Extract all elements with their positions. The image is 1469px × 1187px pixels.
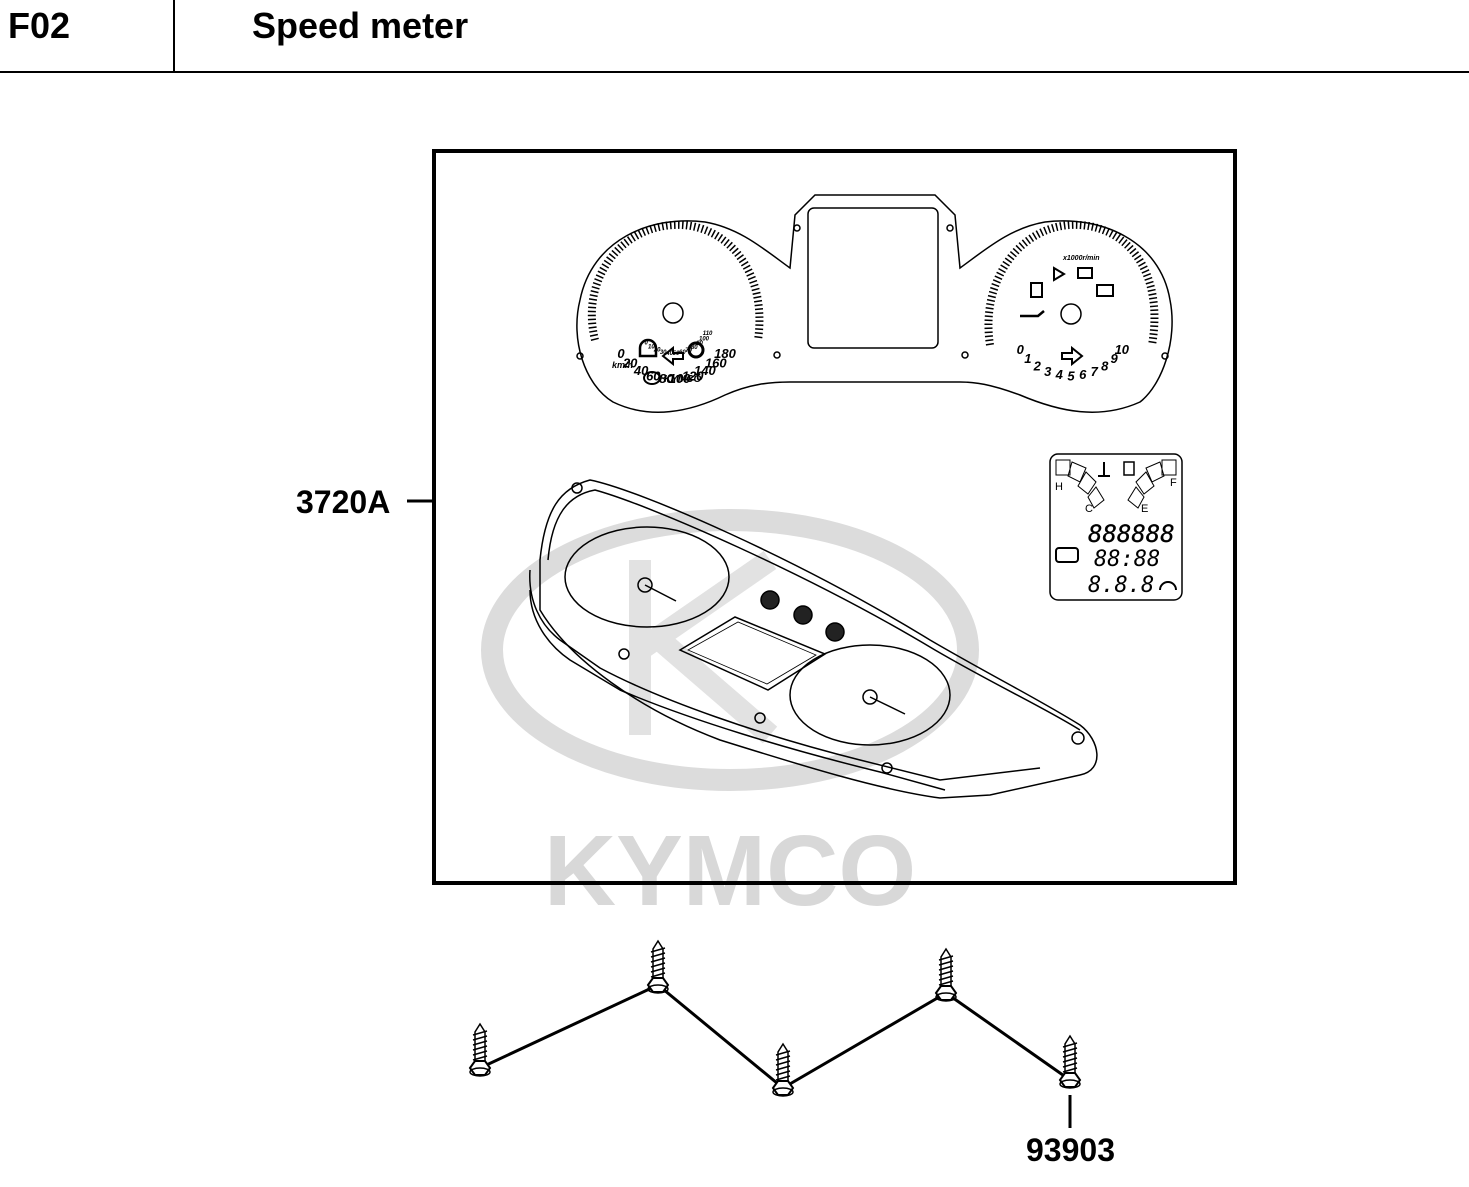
mph-tick-label: 30 (660, 350, 667, 356)
temp-low-label: C (1085, 503, 1093, 515)
rpm-tick-label: 10 (1115, 342, 1130, 357)
fuel-empty-label: E (1141, 503, 1148, 515)
tpms-icon (638, 338, 658, 358)
lcd-panel: H C E F 888888 88:88 8.8.8 (1049, 453, 1183, 601)
kmh-tick-label: 100 (669, 371, 691, 386)
kmh-tick-label: 20 (622, 356, 638, 371)
rpm-tick-label: 3 (1044, 364, 1052, 379)
fuel-icon (1030, 282, 1043, 298)
rpm-tick-label: 8 (1101, 358, 1109, 373)
section-code: F02 (8, 5, 71, 46)
rpm-tick-label: 1 (1024, 351, 1031, 366)
lcd-tpms-icon (1159, 581, 1177, 591)
lcd-odometer: 888888 (1088, 520, 1175, 548)
fuel-gauge-segments (1127, 459, 1177, 509)
mph-tick-label: 110 (703, 331, 713, 337)
kmh-tick-label: 0 (617, 346, 625, 361)
screw-leader-line (479, 983, 659, 1070)
kmh-tick-label: 160 (705, 356, 727, 371)
mph-tick-label: 100 (699, 336, 710, 342)
left-turn-arrow-icon (661, 345, 684, 367)
oil-icon (1020, 310, 1045, 318)
tapping-screw (646, 939, 670, 994)
rpm-tick-label: 9 (1110, 351, 1118, 366)
mph-tick-label: 80 (691, 345, 698, 351)
fuel-full-label: F (1170, 477, 1177, 489)
lcd-small-display: 8.8.8 (1088, 573, 1154, 598)
speed-unit: km/h (612, 360, 634, 370)
check-engine-icon (687, 341, 705, 359)
lcd-fuel-icon (1123, 461, 1135, 476)
rpm-tick-label: 2 (1033, 358, 1042, 373)
kmh-tick-label: 120 (682, 368, 704, 383)
lcd-engine-icon (1055, 547, 1079, 563)
rpm-tick-label: 4 (1055, 367, 1064, 382)
kymco-watermark: KYMCO (481, 509, 979, 927)
kmh-tick-label: 80 (659, 371, 674, 386)
kymco-logo: KYMCO (643, 371, 701, 385)
rpm-tick-label: 7 (1091, 364, 1099, 379)
part-label-93903: 93903 (1026, 1132, 1115, 1168)
tapping-screw (934, 947, 958, 1002)
coolant-temp-icon (1098, 462, 1110, 477)
screw-set (468, 939, 1082, 1097)
rpm-tick-label: 0 (1017, 342, 1025, 357)
screw-leader-line (782, 991, 947, 1090)
lcd-clock: 88:88 (1094, 547, 1160, 572)
tapping-screw (468, 1022, 492, 1077)
logo-text: KYMCO (664, 374, 701, 385)
screw-leader-line (657, 983, 784, 1090)
speedometer-indicators: km/h KYMCO (612, 338, 705, 385)
header-underline (0, 71, 1469, 73)
temp-gauge-segments (1055, 459, 1105, 509)
assembly-frame (432, 149, 1237, 885)
engine-icon (1077, 267, 1093, 279)
header-divider (173, 0, 175, 72)
tapping-screw (771, 1042, 795, 1097)
mph-tick-label: 0 (645, 341, 649, 347)
tapping-screw (1058, 1034, 1082, 1089)
battery-icon (1096, 284, 1114, 297)
section-title: Speed meter (252, 5, 469, 46)
kmh-tick-label: 140 (694, 363, 716, 378)
page-header: F02 Speed meter (0, 0, 1469, 73)
temp-high-label: H (1055, 481, 1063, 493)
rpm-tick-label: 5 (1067, 368, 1075, 383)
kmh-tick-label: 180 (714, 346, 736, 361)
dial-face-plate (576, 194, 1173, 413)
screw-leader-line (945, 991, 1071, 1082)
rpm-tick-label: 6 (1079, 367, 1087, 382)
part-label-3720A: 3720A (296, 484, 391, 520)
meter-housing (529, 479, 1098, 799)
tachometer-indicators: x1000r/min (1020, 255, 1114, 367)
watermark-text: KYMCO (544, 815, 916, 927)
mph-tick-label: 40 (665, 351, 673, 357)
rpm-unit: x1000r/min (1062, 255, 1100, 262)
high-beam-icon (1053, 266, 1066, 282)
mph-tick-label: 10 (648, 345, 655, 351)
right-turn-arrow-icon (1061, 345, 1084, 367)
